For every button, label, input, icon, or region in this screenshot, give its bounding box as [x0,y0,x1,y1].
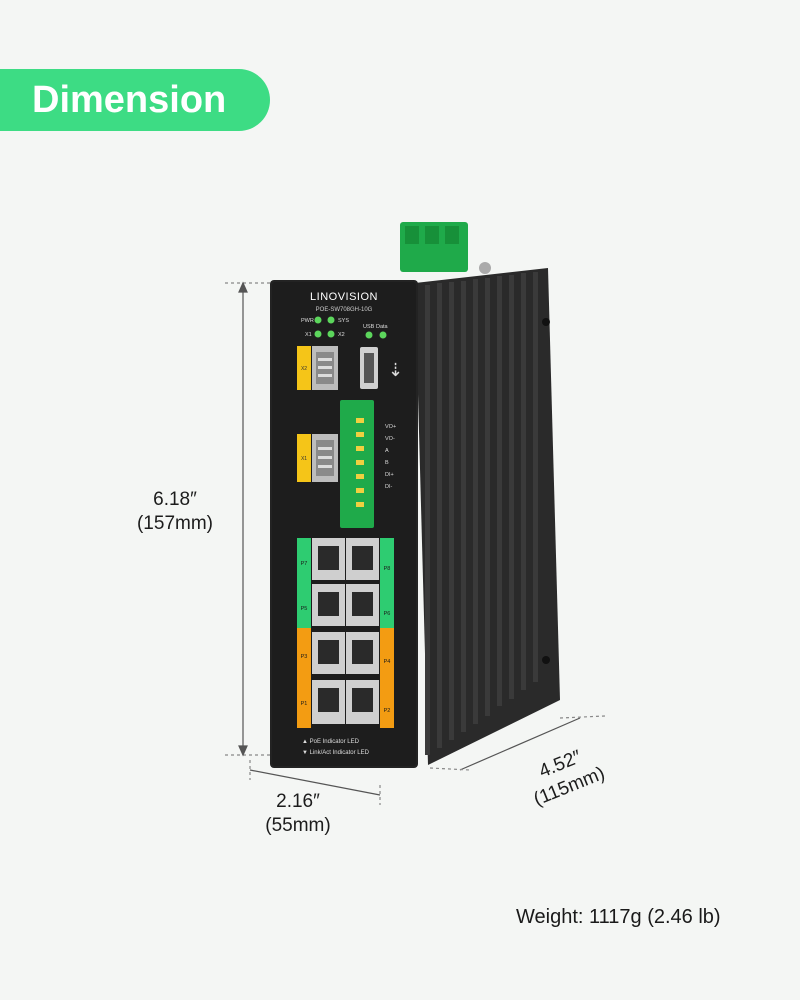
width-dimension-label: 2.16″ (55mm) [238,790,358,838]
svg-text:X1: X1 [301,456,307,462]
led-label-x2: X2 [338,332,345,338]
weight-label: Weight: 1117g (2.46 lb) [516,906,721,928]
poe-led-legend: ▲ PoE Indicator LED [302,739,360,745]
link-led-legend: ▼ Link/Act Indicator LED [302,750,370,756]
sfp-port-x2: X2 [297,346,338,390]
led-label-data: Data [376,324,389,330]
terminal-labels: VO+ VO- A B DI+ DI- [385,424,396,490]
led-label-pwr: PWR [301,318,314,324]
port-label-p8: P8 [384,566,391,572]
port-label-p4: P4 [384,659,391,665]
svg-text:VO-: VO- [385,436,395,442]
led-label-x1: X1 [305,332,312,338]
led-label-sys: SYS [338,318,349,324]
svg-text:DI+: DI+ [385,472,394,478]
svg-text:X2: X2 [301,366,307,372]
port-label-p7: P7 [301,561,308,567]
height-imperial: 6.18″ [153,489,197,510]
port-label-p5: P5 [301,606,308,612]
width-imperial: 2.16″ [276,791,320,812]
svg-text:DI-: DI- [385,484,393,490]
width-metric: (55mm) [265,815,331,836]
rj45-ports: P7 P8 P5 P6 P3 P4 P1 P2 [297,538,394,728]
io-terminal-block [340,400,374,528]
sfp-port-x1: X1 [297,434,338,482]
usb-port: ⇣ [360,347,403,389]
height-dimension-label: 6.18″ (157mm) [120,488,230,536]
port-label-p2: P2 [384,708,391,714]
status-leds: PWR SYS X1 X2 USB Data [301,316,389,339]
model-number: POE-SW708GH-10G [316,307,373,313]
heatsink-side [415,268,560,765]
height-dimension-line [225,281,270,757]
port-label-p3: P3 [301,654,308,660]
power-terminal-connector [400,222,491,274]
brand-logo: LINOVISION [310,291,378,303]
port-label-p6: P6 [384,611,391,617]
port-label-p1: P1 [301,701,308,707]
svg-text:B: B [385,460,389,466]
height-metric: (157mm) [136,513,213,534]
svg-text:A: A [385,448,389,454]
width-dimension-line [249,760,381,805]
depth-dimension-line [429,715,606,771]
led-label-usb: USB [363,324,375,330]
svg-text:VO+: VO+ [385,424,396,430]
usb-icon: ⇣ [388,360,403,380]
section-title-badge: Dimension [0,69,270,131]
